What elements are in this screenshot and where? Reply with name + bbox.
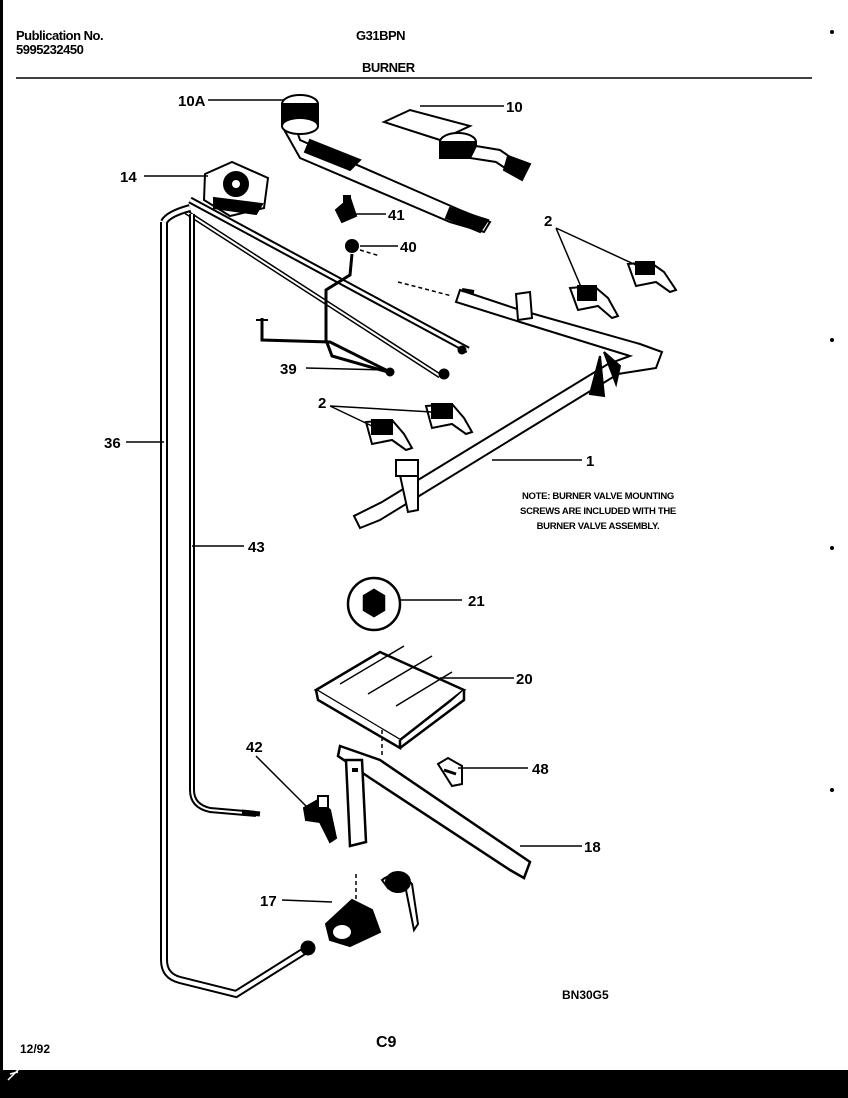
burner-valve-mid-left bbox=[364, 418, 414, 452]
callout-1: 1 bbox=[586, 453, 594, 470]
oven-orifice-fitting bbox=[302, 795, 338, 844]
top-burner-right bbox=[381, 108, 532, 182]
hole-mark-4 bbox=[830, 788, 834, 792]
callout-2-upper: 2 bbox=[544, 213, 552, 230]
publication-label: Publication No. bbox=[16, 28, 104, 43]
callout-42: 42 bbox=[246, 739, 263, 756]
hole-mark-3 bbox=[830, 546, 834, 550]
burner-valve-top-right bbox=[626, 260, 678, 294]
hole-mark-2 bbox=[830, 338, 834, 342]
burner-valve-mid-center bbox=[424, 402, 474, 436]
callout-41: 41 bbox=[388, 207, 405, 224]
oven-supply-tube bbox=[160, 204, 316, 999]
publication-number: 5995232450 bbox=[16, 42, 84, 57]
callout-17: 17 bbox=[260, 893, 277, 910]
note-line-2: SCREWS ARE INCLUDED WITH THE bbox=[520, 506, 676, 517]
leader-2-lower bbox=[329, 405, 433, 427]
scan-mark bbox=[7, 1065, 23, 1081]
section-title: BURNER bbox=[362, 60, 415, 75]
flame-spreader bbox=[313, 645, 467, 751]
burner-valve-mid-right bbox=[568, 284, 620, 320]
callout-48: 48 bbox=[532, 761, 549, 778]
callout-21: 21 bbox=[468, 593, 485, 610]
top-burner-left bbox=[280, 94, 492, 234]
valve-housing bbox=[202, 160, 270, 218]
note-line-1: NOTE: BURNER VALVE MOUNTING bbox=[522, 491, 674, 502]
leader-17 bbox=[281, 899, 333, 903]
orifice bbox=[324, 239, 389, 374]
callout-36: 36 bbox=[104, 435, 121, 452]
burner-manifold bbox=[352, 281, 664, 530]
note-line-3: BURNER VALVE ASSEMBLY. bbox=[536, 521, 660, 532]
electrode-clip bbox=[334, 195, 358, 224]
oven-safety-valve bbox=[324, 871, 420, 948]
oven-burner-tube bbox=[336, 730, 532, 880]
ignition-wire bbox=[256, 318, 395, 377]
main-gas-pipe bbox=[184, 196, 470, 380]
callout-18: 18 bbox=[584, 839, 601, 856]
leader-2-upper bbox=[555, 227, 639, 295]
mounting-note: NOTE: BURNER VALVE MOUNTING SCREWS ARE I… bbox=[498, 489, 698, 534]
leader-lines bbox=[126, 99, 639, 903]
leader-42 bbox=[255, 755, 311, 811]
bottom-border bbox=[0, 1070, 848, 1098]
diagram-code: BN30G5 bbox=[562, 988, 609, 1002]
mounting-bracket bbox=[436, 756, 463, 788]
callout-2-lower: 2 bbox=[318, 395, 326, 412]
callout-20: 20 bbox=[516, 671, 533, 688]
callout-10: 10 bbox=[506, 99, 523, 116]
leader-39 bbox=[305, 367, 387, 371]
footer-date: 12/92 bbox=[20, 1042, 51, 1056]
left-border bbox=[0, 0, 3, 1098]
model-number: G31BPN bbox=[356, 28, 406, 43]
callout-14: 14 bbox=[120, 169, 137, 186]
callout-39: 39 bbox=[280, 361, 297, 378]
capillary-tube bbox=[189, 214, 261, 817]
callout-40: 40 bbox=[400, 239, 417, 256]
hole-mark-1 bbox=[830, 30, 834, 34]
burner-cap bbox=[346, 576, 402, 632]
callout-43: 43 bbox=[248, 539, 265, 556]
callout-10A: 10A bbox=[178, 93, 206, 110]
page-number: C9 bbox=[376, 1034, 397, 1051]
